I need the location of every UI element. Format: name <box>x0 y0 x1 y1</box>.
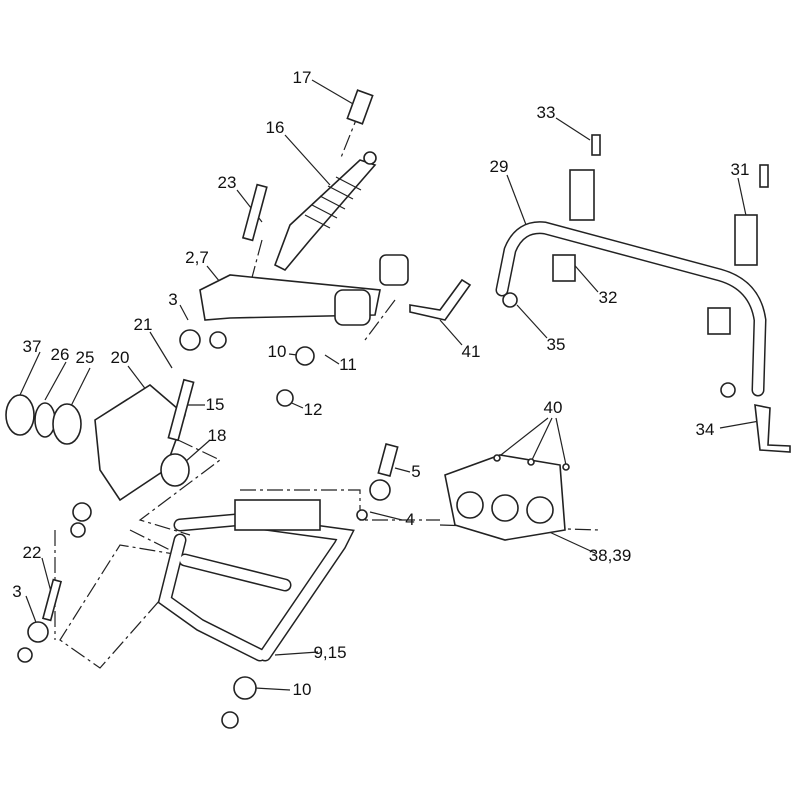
callout-41: 41 <box>461 342 481 361</box>
callout-16: 16 <box>265 118 285 137</box>
callout-29: 29 <box>489 157 509 176</box>
callout-20: 20 <box>110 348 130 367</box>
callout-18: 18 <box>207 426 227 445</box>
knuckle <box>5 378 195 502</box>
callout-12: 12 <box>303 400 323 419</box>
callout-22: 22 <box>22 543 42 562</box>
link-34 <box>754 404 791 453</box>
callout-26: 26 <box>50 345 70 364</box>
callout-11: 11 <box>339 355 357 374</box>
skid-guard <box>444 454 570 541</box>
callout-4: 4 <box>405 510 415 529</box>
callout-37: 37 <box>22 337 42 356</box>
callout-33: 33 <box>536 103 556 122</box>
callout-9-15: 9,15 <box>313 643 347 662</box>
stabilizer-bar <box>495 134 769 398</box>
callout-3: 3 <box>168 290 178 309</box>
callout-5: 5 <box>411 462 421 481</box>
callout-25: 25 <box>75 348 95 367</box>
callout-38-39: 38,39 <box>588 546 632 565</box>
upper-arm <box>179 254 409 407</box>
callout-21: 21 <box>133 315 153 334</box>
callout-15: 15 <box>205 395 225 414</box>
leader-lines <box>19 79 766 691</box>
callout-40: 40 <box>543 398 563 417</box>
callout-34: 34 <box>695 420 715 439</box>
lower-arm <box>17 442 399 729</box>
shock-absorber <box>241 89 377 271</box>
callout-23: 23 <box>217 173 237 192</box>
callout-2-7: 2,7 <box>185 248 209 267</box>
callout-32: 32 <box>598 288 618 307</box>
callout-10-lower: 10 <box>292 680 312 699</box>
callout-10: 10 <box>267 342 287 361</box>
callout-31: 31 <box>730 160 750 179</box>
callout-17: 17 <box>292 68 312 87</box>
callout-3-lower: 3 <box>12 582 22 601</box>
callout-35: 35 <box>546 335 566 354</box>
link-41 <box>409 278 472 321</box>
